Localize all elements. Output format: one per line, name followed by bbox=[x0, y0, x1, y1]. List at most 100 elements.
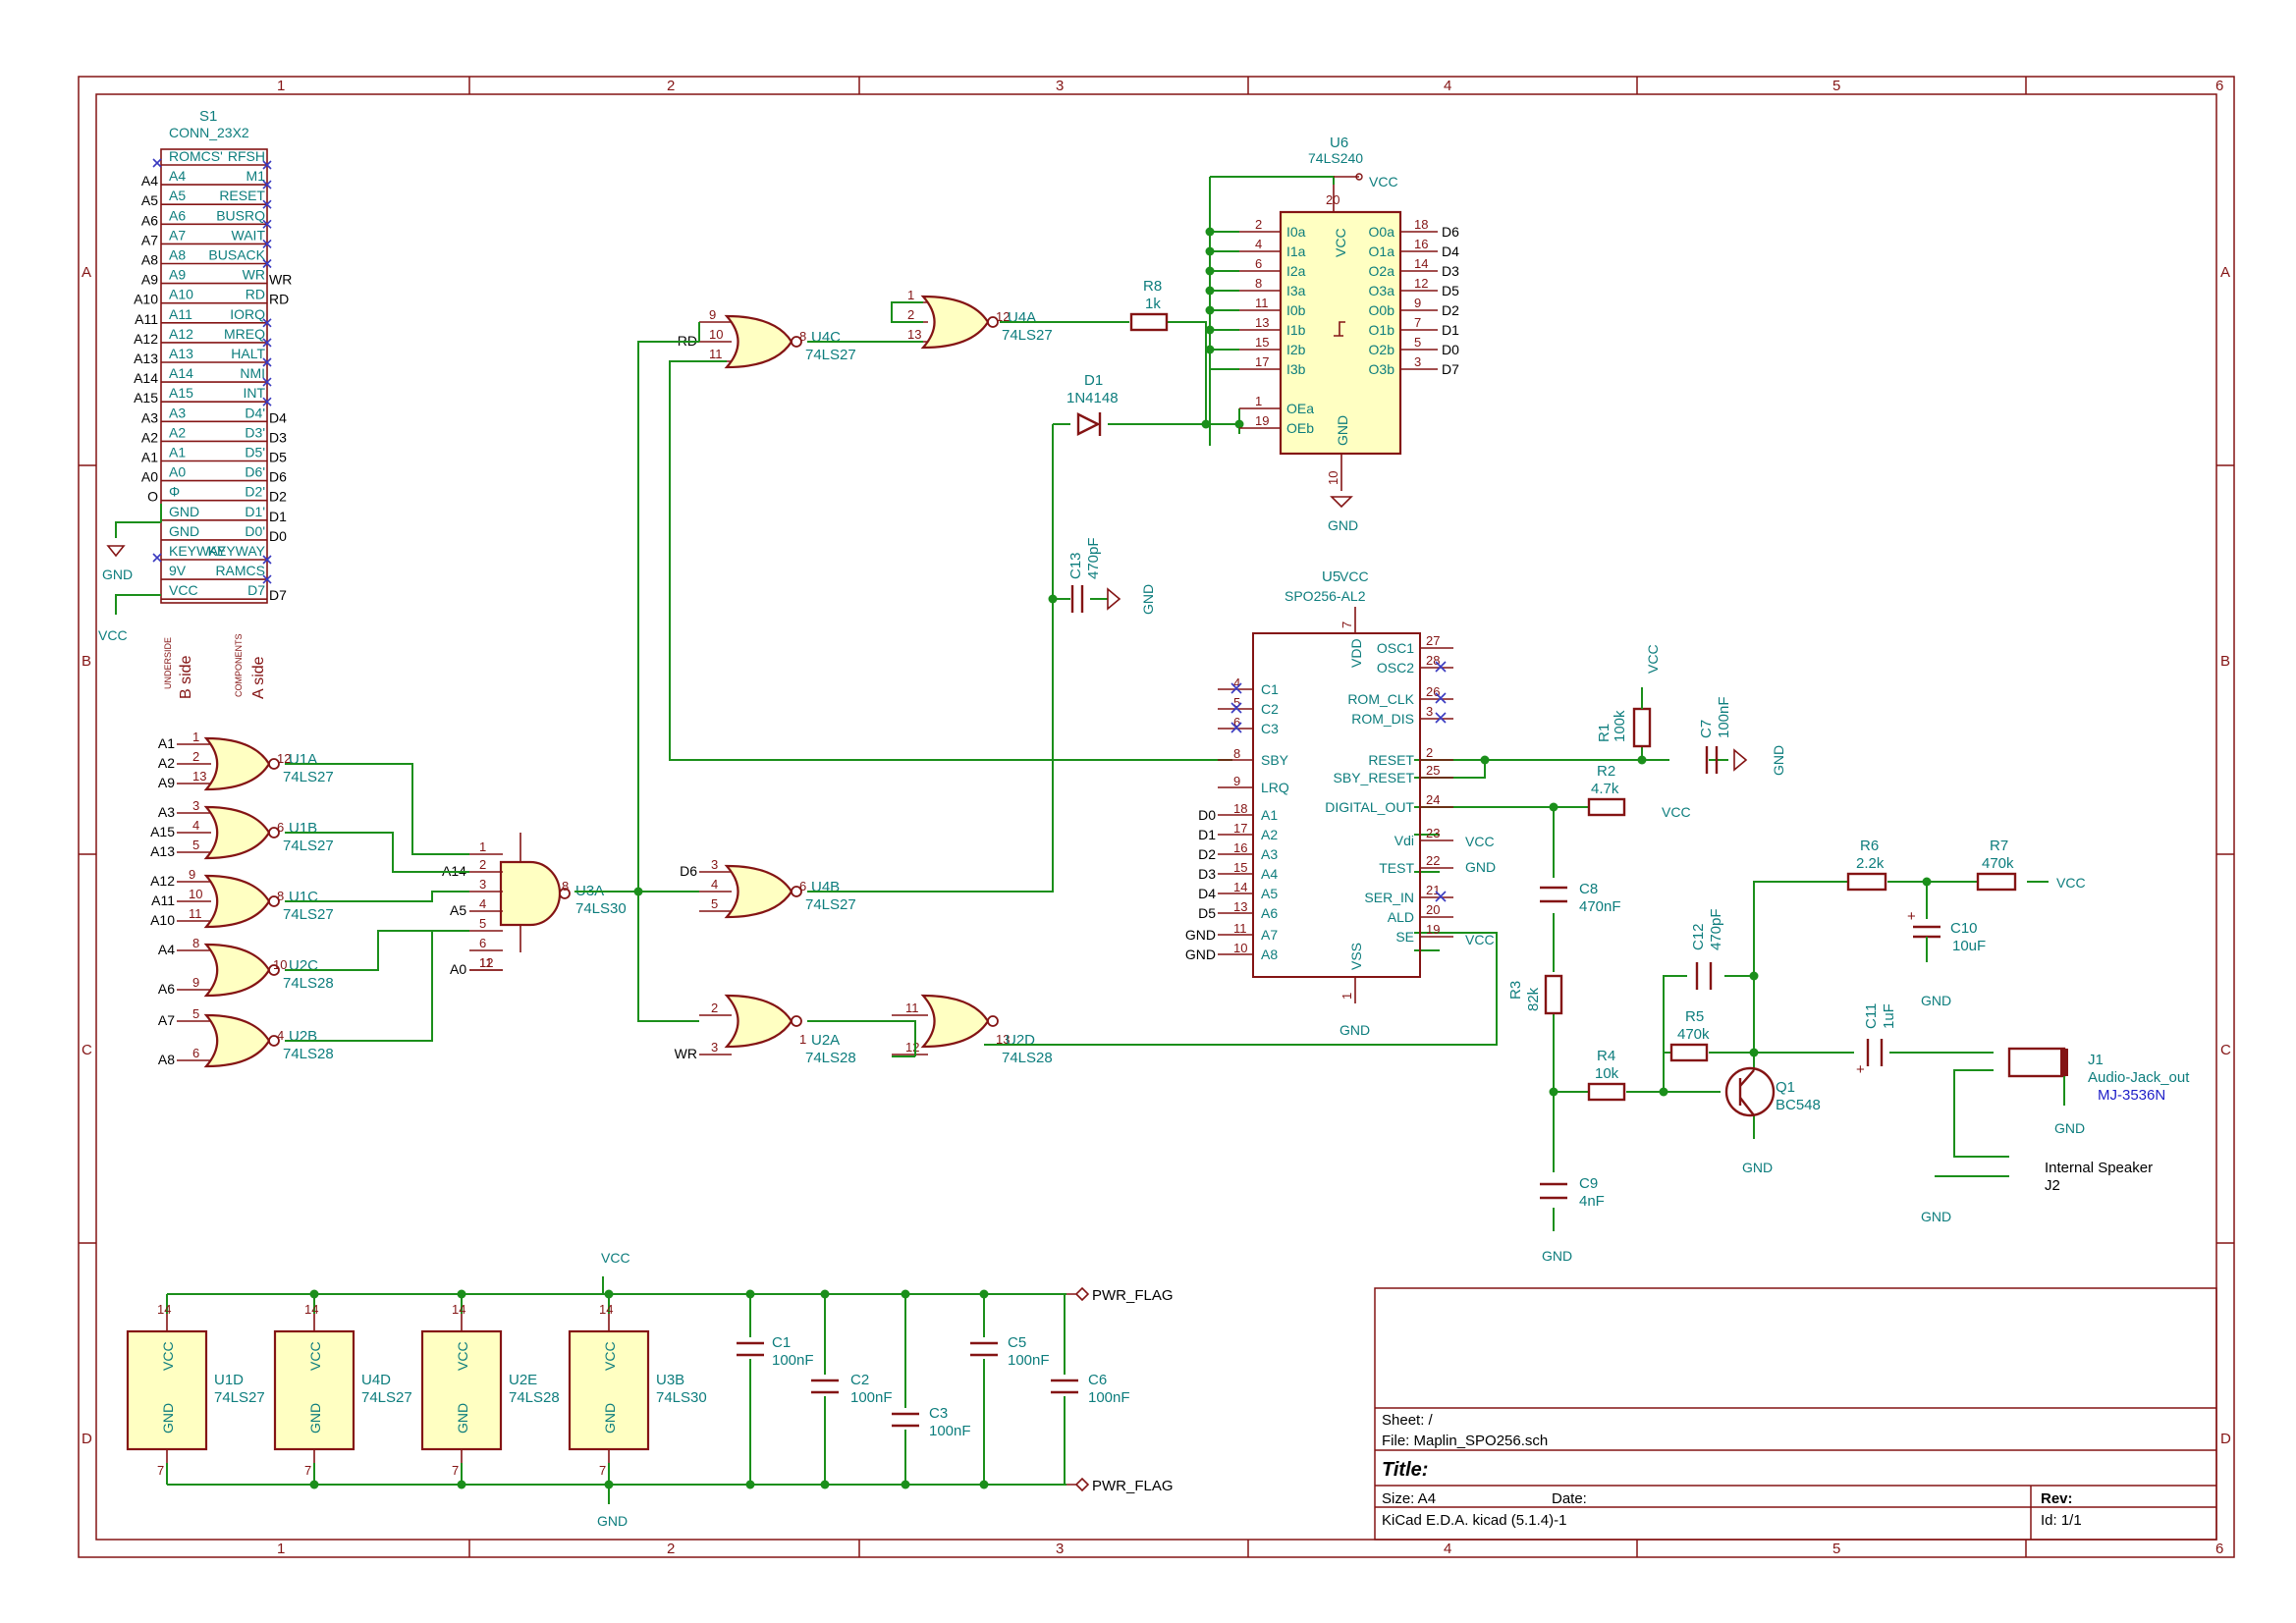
u2a-pin-num: 3 bbox=[711, 1040, 718, 1055]
s1-gnd-wire bbox=[115, 521, 161, 538]
u5-right-pin-num: 24 bbox=[1426, 792, 1440, 807]
inverter-bubble bbox=[268, 758, 280, 770]
power-unit-ref: U4D bbox=[361, 1372, 391, 1388]
u3a-value: 74LS30 bbox=[575, 900, 627, 917]
u6-right-net: D6 bbox=[1442, 224, 1459, 240]
u5-right-pin-name: RESET bbox=[1368, 752, 1414, 768]
q1-body bbox=[1724, 1066, 1776, 1117]
s1-left-net: A2 bbox=[141, 429, 158, 445]
u4c-ref: U4C bbox=[811, 329, 841, 346]
c7-ref: C7 bbox=[1698, 720, 1715, 738]
drawing-frame bbox=[78, 76, 2235, 1558]
power-unit-gnd-label: GND bbox=[307, 1403, 323, 1434]
u5-left-pin-name: A6 bbox=[1261, 905, 1278, 921]
s1-left-pin: A9 bbox=[169, 267, 186, 283]
s1-left-net: A1 bbox=[141, 450, 158, 465]
s1-nc-right bbox=[262, 239, 272, 248]
u5-left-pin-name: C1 bbox=[1261, 681, 1279, 697]
c11-ref: C11 bbox=[1863, 1003, 1880, 1029]
u2c-pin-num: 9 bbox=[192, 975, 199, 990]
u1a-net: A9 bbox=[158, 775, 175, 790]
j1-part: MJ-3536N bbox=[2098, 1087, 2165, 1104]
r8-ref: R8 bbox=[1143, 278, 1162, 295]
id-line: Id: 1/1 bbox=[2041, 1512, 2082, 1529]
u5-left-pin-num: 17 bbox=[1233, 821, 1247, 836]
s1-left-pin: A14 bbox=[169, 365, 193, 381]
s1-nc-right bbox=[262, 180, 272, 189]
s1-left-net: A14 bbox=[134, 370, 158, 386]
u5-left-pin-num: 6 bbox=[1233, 715, 1240, 730]
s1-ref: S1 bbox=[199, 108, 217, 125]
u1a-out-pin: 12 bbox=[277, 751, 291, 766]
u2a-ref: U2A bbox=[811, 1032, 840, 1049]
power-unit-value: 74LS28 bbox=[509, 1389, 560, 1406]
u6-right-pin-num: 9 bbox=[1414, 296, 1421, 310]
s1-left-pin: VCC bbox=[169, 582, 198, 598]
u1b-net: A13 bbox=[150, 843, 175, 859]
s1-side-b: B side bbox=[178, 655, 194, 699]
u5-left-pin-name: A5 bbox=[1261, 886, 1278, 901]
c12-value: 470pF bbox=[1708, 908, 1724, 950]
u5-right-pin-name: SBY_RESET bbox=[1334, 770, 1415, 785]
u5-nc bbox=[1230, 722, 1242, 733]
r2-ref: R2 bbox=[1597, 763, 1615, 780]
d1-ref: D1 bbox=[1084, 372, 1103, 389]
power-vcc-label: VCC bbox=[601, 1250, 630, 1266]
power-unit-pin14: 14 bbox=[157, 1302, 171, 1317]
u5-left-pin-num: 9 bbox=[1233, 774, 1240, 788]
u2d-ref: U2D bbox=[1006, 1032, 1035, 1049]
u2d-out-pin: 13 bbox=[996, 1032, 1010, 1047]
passives: R8 1k D1 1N4148 C13 470pF GND R1 100k VC… bbox=[1066, 278, 2190, 1264]
u1b-pin-num: 4 bbox=[192, 818, 199, 833]
s1-right-pin: RFSH bbox=[228, 148, 265, 164]
u5-left-pin-num: 10 bbox=[1233, 941, 1247, 955]
u5-vcc: VCC bbox=[1339, 568, 1369, 584]
s1-left-net: A0 bbox=[141, 469, 158, 485]
power-unit-gnd-label: GND bbox=[160, 1403, 176, 1434]
u2a-out-pin: 1 bbox=[799, 1032, 806, 1047]
u6-right-pin-num: 12 bbox=[1414, 276, 1428, 291]
s1-right-net: D3 bbox=[269, 429, 287, 445]
s1-left-net: A8 bbox=[141, 252, 158, 268]
r6-body bbox=[1846, 872, 1887, 892]
u5-right-pin-num: 22 bbox=[1426, 853, 1440, 868]
r7-value: 470k bbox=[1982, 855, 2014, 872]
u6-left-pin-name: OEa bbox=[1286, 401, 1314, 416]
s1-nc-right bbox=[262, 219, 272, 229]
s1-left-net: A9 bbox=[141, 272, 158, 288]
u6-right-pin-name: O2a bbox=[1369, 263, 1395, 279]
u5-test-net: GND bbox=[1465, 859, 1496, 875]
u5-left-pin-name: A8 bbox=[1261, 947, 1278, 962]
power-unit-vcc-label: VCC bbox=[455, 1341, 470, 1371]
u6-right-pin-num: 18 bbox=[1414, 217, 1428, 232]
s1-right-pin: M1 bbox=[246, 168, 266, 184]
s1-right-pin: D0' bbox=[245, 523, 265, 539]
u5-left-pin-name: C2 bbox=[1261, 701, 1279, 717]
u5-left-pin-num: 11 bbox=[1233, 921, 1247, 936]
s1-left-net: O bbox=[147, 489, 158, 505]
u5-value: SPO256-AL2 bbox=[1285, 588, 1366, 604]
u6-vcc-pin: 20 bbox=[1326, 192, 1339, 207]
power-unit-vcc-label: VCC bbox=[307, 1341, 323, 1371]
u5-right-pin-num: 23 bbox=[1426, 826, 1440, 840]
s1-right-pin: RESET bbox=[219, 188, 265, 203]
u2b-pin-num: 5 bbox=[192, 1006, 199, 1021]
u2b-ref: U2B bbox=[289, 1028, 317, 1045]
s1-left-pin: A3 bbox=[169, 405, 186, 420]
u2d-pin-num: 11 bbox=[905, 1001, 919, 1015]
u6-right-pin-name: O2b bbox=[1369, 342, 1395, 357]
power-unit-gnd-label: GND bbox=[602, 1403, 618, 1434]
s1-vcc-wire bbox=[115, 594, 161, 615]
s1-left-pin: Φ bbox=[169, 484, 180, 500]
power-unit-body bbox=[568, 1329, 650, 1451]
r7-body bbox=[1976, 872, 2017, 892]
u6-left-pin-name: I1b bbox=[1286, 322, 1306, 338]
s1-nc-left bbox=[152, 553, 162, 563]
u5-right-pin-num: 28 bbox=[1426, 653, 1440, 668]
u2a-value: 74LS28 bbox=[805, 1050, 856, 1066]
u6-right-net: D7 bbox=[1442, 361, 1459, 377]
s1-right-pin: NMI bbox=[240, 365, 265, 381]
col-label-3: 3 bbox=[1056, 78, 1064, 94]
u3a-pin-num: 5 bbox=[479, 916, 486, 931]
